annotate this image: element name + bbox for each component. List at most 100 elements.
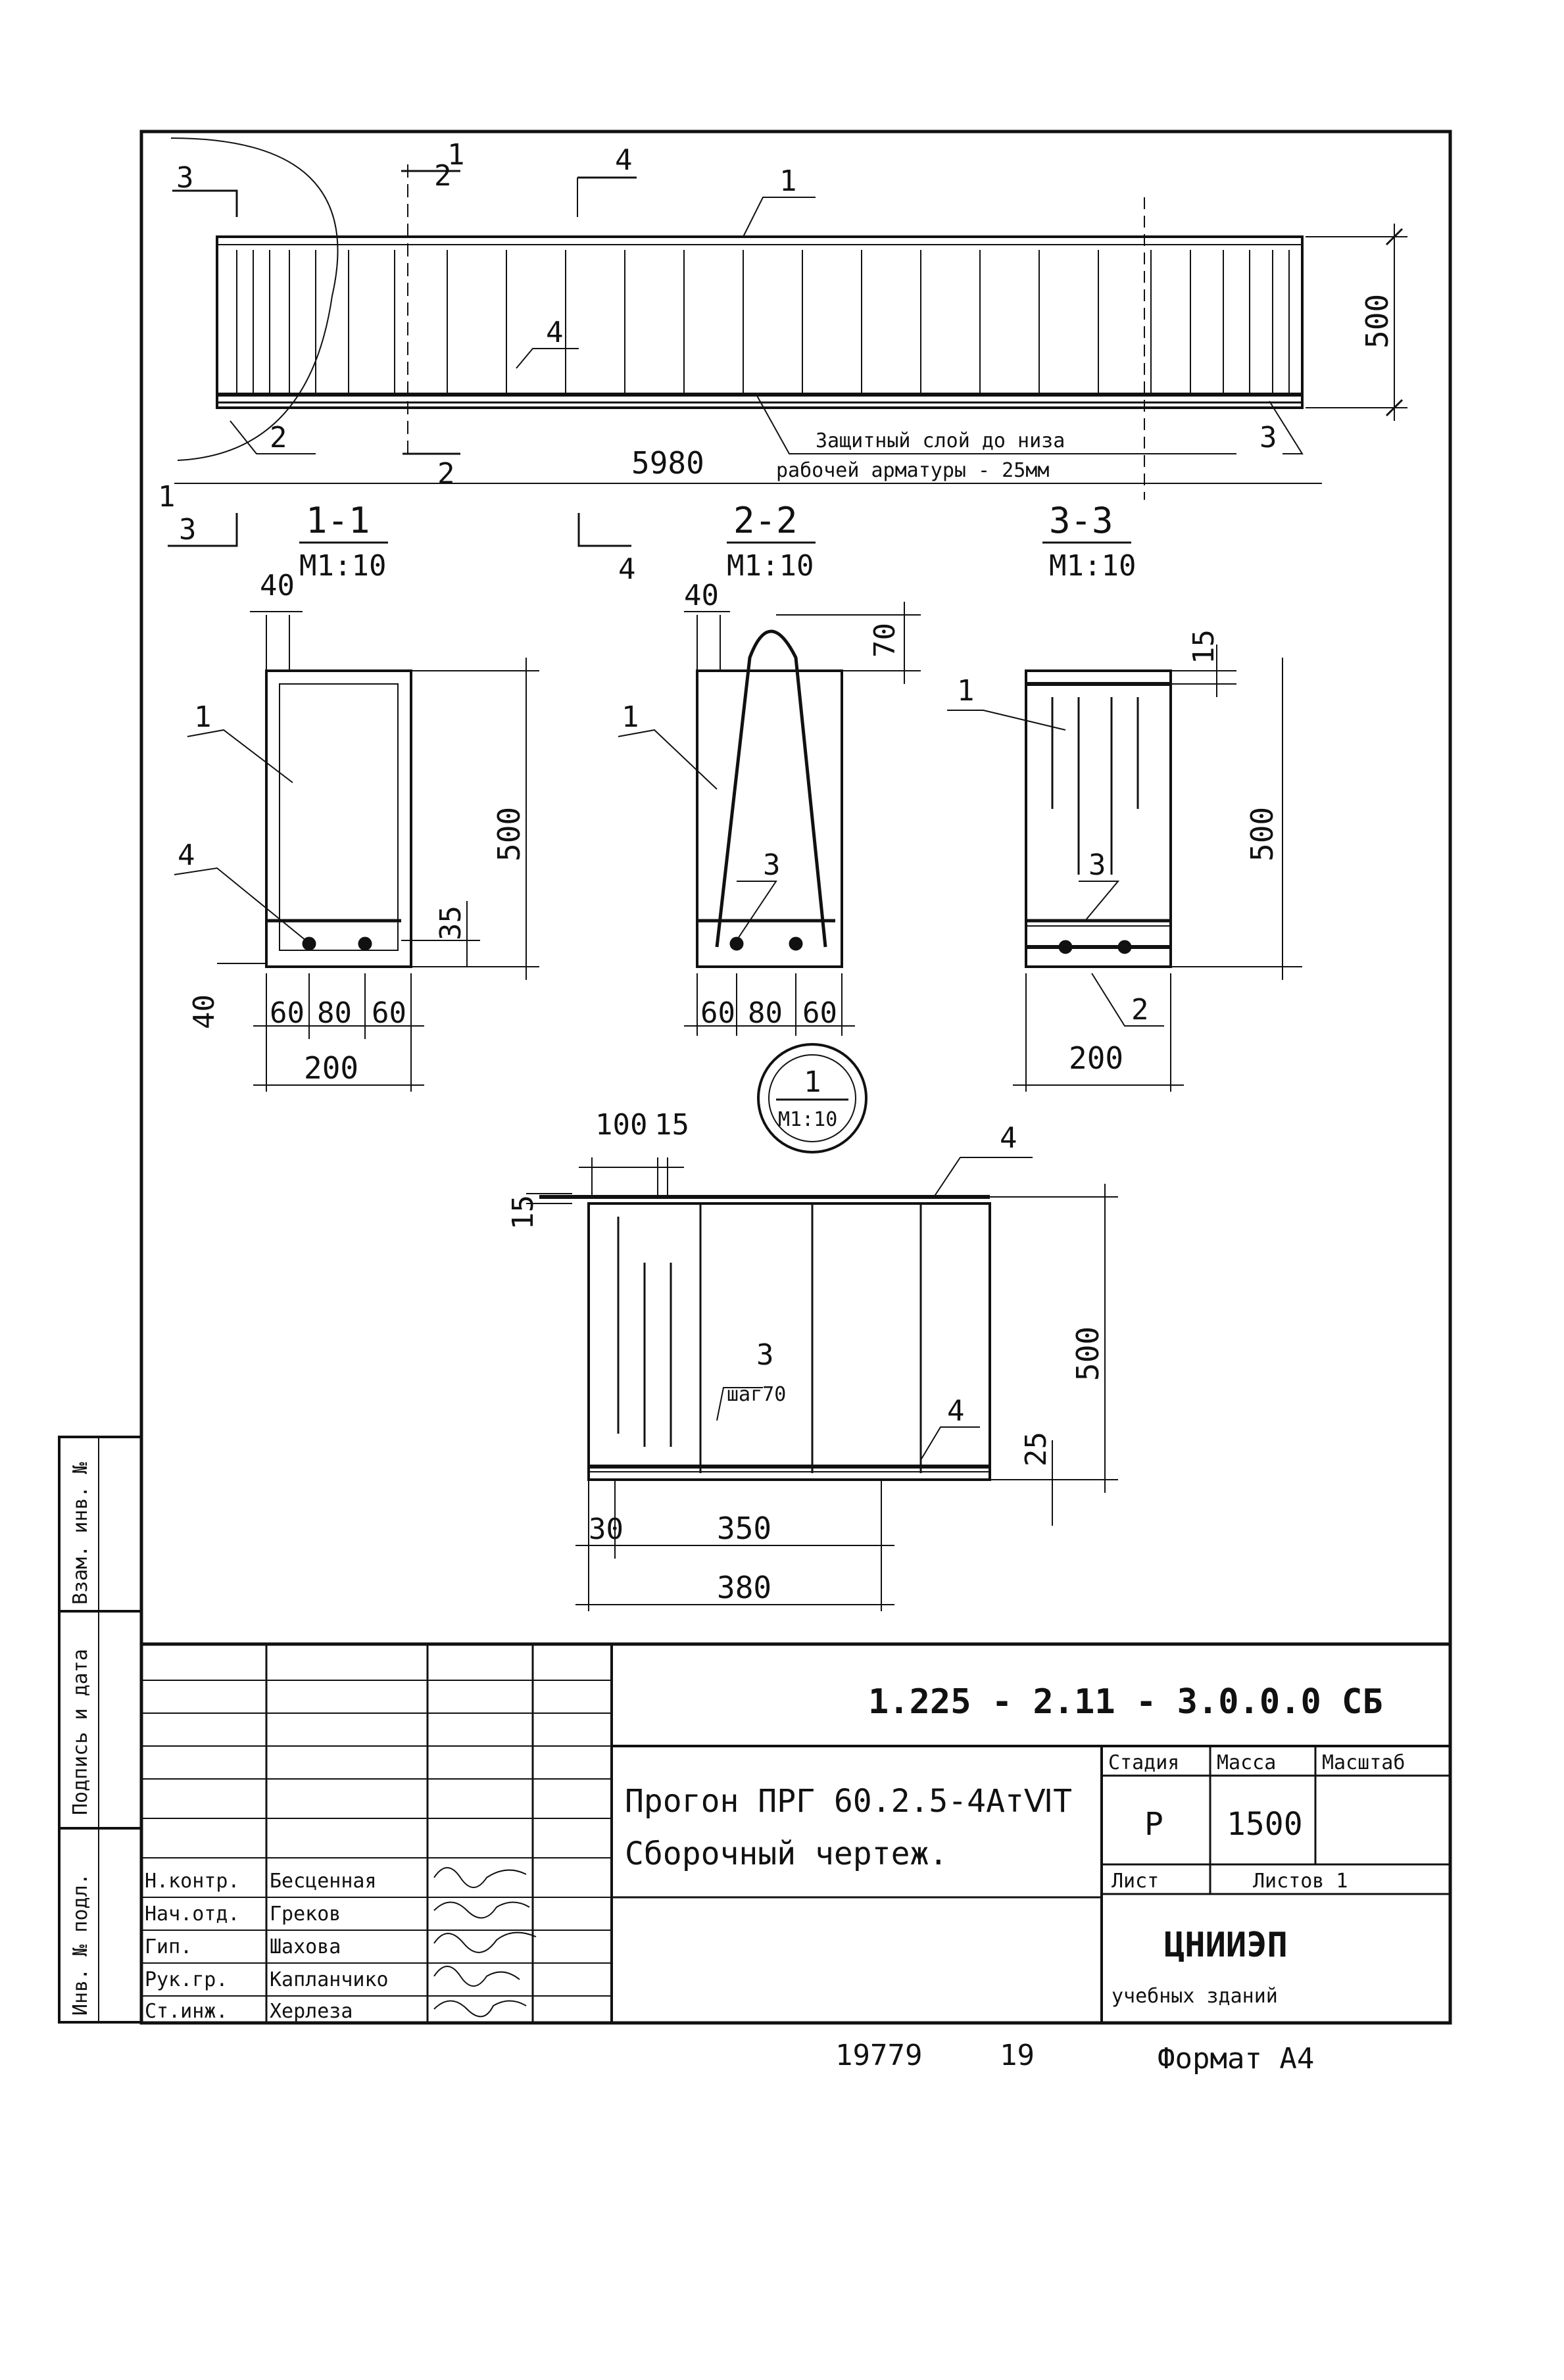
drawing-type: Сборочный чертеж.: [625, 1835, 948, 1872]
node-scale: М1:10: [778, 1108, 837, 1131]
role: Ст.инж.: [145, 2000, 228, 2023]
section-1-1-height: 500: [491, 807, 527, 862]
section-1-1-title: 1-1: [306, 500, 370, 541]
height-dimension: 500: [1359, 294, 1395, 349]
section-3-3-width: 200: [1069, 1040, 1123, 1076]
rebar-dot: [1117, 940, 1132, 954]
scale-header: Масштаб: [1322, 1751, 1405, 1774]
cover-note-line1: Защитный слой до низа: [816, 429, 1065, 452]
person-name: Херлеза: [270, 2000, 353, 2023]
sheet-label: Лист: [1112, 1870, 1159, 1893]
callout-1: 1: [779, 164, 797, 198]
section-3-3-height: 500: [1244, 807, 1280, 862]
detail-dim: 30: [589, 1513, 623, 1546]
section-3-3-scale: М1:10: [1049, 549, 1136, 583]
title-block-text: 1.225 - 2.11 - 3.0.0.0 СБ Прогон ПРГ 60.…: [145, 1682, 1405, 2023]
section-2-2-top-dim: 40: [684, 579, 719, 612]
section-1-1-callout-4: 4: [178, 838, 195, 872]
cut-mark-label: 3: [179, 513, 197, 546]
cut-mark-label: 4: [615, 143, 633, 177]
footer: 19779 19 Формат А4: [835, 2039, 1314, 2076]
section-2-2-callout-1: 1: [622, 700, 639, 734]
person-name: Капланчико: [270, 1968, 389, 1991]
cover-note-line2: рабочей арматуры - 25мм: [776, 459, 1049, 482]
section-1-1-dim: 80: [317, 996, 352, 1030]
cut-mark-label: 2: [434, 159, 452, 193]
section-2-2-callout-3: 3: [763, 848, 781, 882]
detail-left-dim: 15: [506, 1195, 540, 1230]
detail-top-dim: 100: [595, 1108, 647, 1142]
product-name: Прогон ПРГ 60.2.5-4АтⅥТ: [625, 1783, 1072, 1820]
beam-elevation: [168, 137, 1407, 547]
rebar-dot: [358, 936, 372, 951]
role: Н.контр.: [145, 1870, 240, 1893]
rebar-dot: [302, 936, 316, 951]
section-1-1-scale: М1:10: [299, 549, 386, 583]
cut-mark-label: 3: [176, 161, 194, 195]
detail-height: 500: [1070, 1326, 1106, 1381]
detail-overall: 380: [717, 1570, 771, 1605]
role: Гип.: [145, 1935, 192, 1958]
section-2-2-dim: 80: [748, 996, 783, 1030]
stage-header: Стадия: [1108, 1751, 1179, 1774]
cut-mark-label: 1: [447, 138, 465, 172]
rebar-dot: [1058, 940, 1073, 954]
document-code: 1.225 - 2.11 - 3.0.0.0 СБ: [868, 1682, 1383, 1722]
side-strip: [58, 1436, 143, 2024]
section-1-1-side-dim: 40: [187, 994, 221, 1029]
cut-mark-label: 1: [158, 480, 176, 514]
footer-format: Формат А4: [1158, 2042, 1314, 2076]
side-strip-labels: Инв. № подл. Подпись и дата Взам. инв. №: [69, 1462, 92, 2016]
detail-labels: 100 15 15 4 500 25 3 шаг70 4 30 350 380: [506, 1108, 1106, 1605]
section-2-2-title: 2-2: [733, 500, 798, 541]
detail-step-label: 3: [756, 1338, 774, 1372]
section-1-1-callout-1: 1: [194, 700, 212, 734]
node-callout: [757, 1043, 868, 1154]
side-label-sign: Подпись и дата: [69, 1649, 92, 1815]
person-name: Бесценная: [270, 1870, 377, 1893]
elevation-labels: 5980 500 Защитный слой до низа рабочей а…: [158, 138, 1395, 586]
organization-sub: учебных зданий: [1112, 1985, 1278, 2008]
section-3-3-callout-2: 2: [1131, 993, 1149, 1027]
signatures: [433, 1867, 537, 2018]
rebar-dot: [729, 936, 744, 951]
section-2-2-hook-dim: 70: [868, 623, 902, 658]
footer-inventory: 19779: [835, 2039, 922, 2072]
section-3-3: [947, 644, 1302, 1092]
stage-value: Р: [1144, 1806, 1163, 1843]
detail-callout-4: 4: [947, 1394, 965, 1428]
section-3-3-callout-3: 3: [1088, 848, 1106, 882]
person-name: Шахова: [270, 1935, 341, 1958]
node-1-detail: [526, 1157, 1118, 1611]
person-name: Греков: [270, 1903, 341, 1926]
mass-header: Масса: [1217, 1751, 1276, 1774]
title-block: [141, 1642, 1450, 2023]
section-labels: 1-1 М1:10 40 500 35 40 1 4 60 80 60 200 …: [178, 500, 1280, 1131]
detail-step-text: шаг70: [727, 1383, 786, 1406]
beam-outline: [216, 235, 1304, 409]
callout-3: 3: [1259, 421, 1277, 454]
side-label-replace: Взам. инв. №: [69, 1462, 92, 1605]
organization: ЦНИИЭП: [1164, 1926, 1288, 1965]
sheets-label: Листов 1: [1253, 1870, 1348, 1893]
section-1-1-side-dim: 35: [434, 906, 468, 940]
cut-mark-label: 4: [618, 552, 636, 586]
node-number: 1: [804, 1065, 821, 1099]
role: Рук.гр.: [145, 1968, 228, 1991]
mass-value: 1500: [1227, 1806, 1303, 1843]
section-3-3-callout-1: 1: [957, 674, 975, 708]
beam-stirrups: [236, 250, 1290, 393]
section-2-2: [618, 602, 921, 1036]
section-1-1-dim: 60: [270, 996, 305, 1030]
footer-number: 19: [1000, 2039, 1035, 2072]
detail-dim: 350: [717, 1511, 771, 1546]
section-1-1-dim: 60: [372, 996, 406, 1030]
section-1-1-width: 200: [304, 1050, 358, 1086]
section-2-2-dim: 60: [700, 996, 735, 1030]
callout-2: 2: [270, 421, 287, 454]
sheet-frame: [139, 130, 1452, 2025]
section-1-1-top-dim: 40: [260, 569, 295, 602]
detail-top-dim: 15: [654, 1108, 689, 1142]
callout-4: 4: [546, 316, 564, 349]
